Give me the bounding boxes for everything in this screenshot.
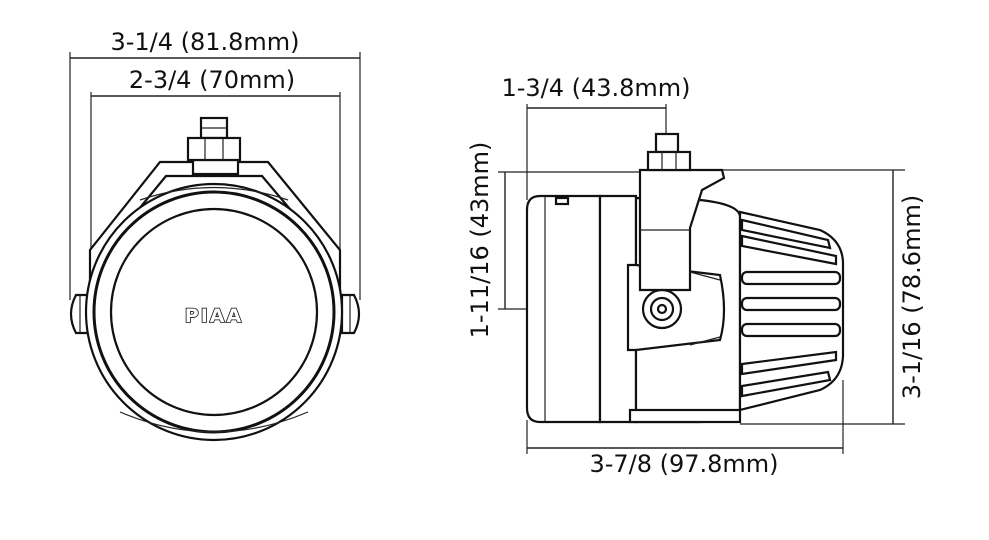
lamp-logo: PIAA	[185, 305, 243, 327]
overall-height-label: 3-1/16 (78.6mm)	[898, 195, 926, 399]
side-mount-nut	[646, 132, 692, 172]
overall-width-dimension: 3-1/4 (81.8mm)	[69, 28, 361, 300]
overall-depth-label: 3-7/8 (97.8mm)	[589, 450, 778, 478]
overall-depth-dimension: 3-7/8 (97.8mm)	[526, 380, 844, 478]
side-view: 1-3/4 (43.8mm) 1-11/16 (43mm) 3-1/16 (78…	[466, 74, 926, 478]
side-pivot-bolt	[641, 288, 683, 330]
overall-height-dimension: 3-1/16 (78.6mm)	[690, 169, 926, 425]
center-height-dimension: 1-11/16 (43mm)	[466, 142, 640, 339]
mount-offset-label: 1-3/4 (43.8mm)	[501, 74, 690, 102]
side-mount-bracket	[638, 168, 726, 292]
front-side-bolts	[69, 293, 361, 335]
center-height-label: 1-11/16 (43mm)	[466, 142, 494, 339]
lens-width-label: 2-3/4 (70mm)	[129, 66, 295, 94]
front-view: 3-1/4 (81.8mm) 2-3/4 (70mm)	[69, 28, 361, 442]
front-lamp-body: PIAA	[84, 182, 344, 442]
mount-offset-dimension: 1-3/4 (43.8mm)	[501, 74, 691, 200]
side-heatsink	[738, 210, 845, 412]
overall-width-label: 3-1/4 (81.8mm)	[110, 28, 299, 56]
lens-width-dimension: 2-3/4 (70mm)	[90, 66, 341, 260]
side-lens-bezel	[525, 194, 638, 424]
front-mount-nut	[186, 116, 242, 162]
